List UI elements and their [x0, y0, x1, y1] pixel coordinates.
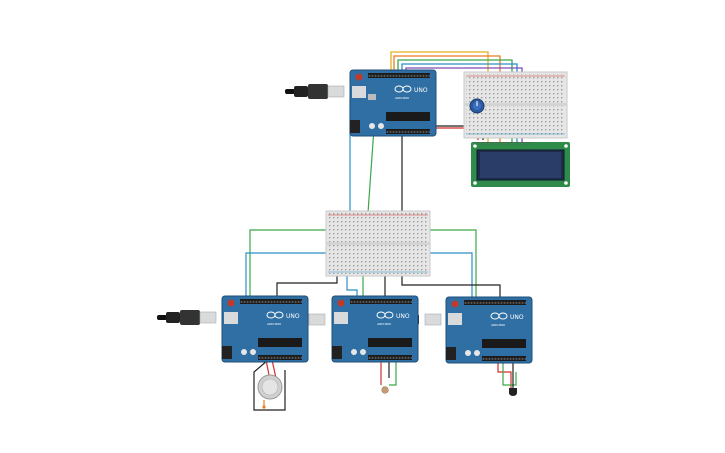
- usb-cable-master[interactable]: [285, 84, 345, 99]
- board-model-label: UNO: [414, 87, 428, 94]
- wire-black-bus-3[interactable]: [401, 270, 501, 298]
- arduino-slave-1[interactable]: UNO ARDUINO: [221, 295, 309, 363]
- wire-black-gas[interactable]: [253, 359, 286, 411]
- arduino-slave-2[interactable]: UNO ARDUINO: [331, 295, 419, 363]
- arduino-master[interactable]: UNO ARDUINO: [349, 69, 437, 137]
- board-brand-label: ARDUINO: [267, 322, 282, 326]
- board-model-label: UNO: [286, 313, 300, 320]
- board-brand-label: ARDUINO: [395, 96, 410, 100]
- arduino-slave-3[interactable]: UNO ARDUINO: [445, 296, 533, 364]
- wire-red-gas-2[interactable]: [271, 359, 277, 379]
- arduino-logo: [490, 312, 508, 320]
- breadboard-middle[interactable]: [325, 210, 431, 277]
- arduino-board-body: [349, 69, 437, 137]
- wire-green-tmp[interactable]: [502, 362, 517, 386]
- wires-sensors: [253, 359, 517, 411]
- arduino-logo: [376, 311, 394, 319]
- lcd-16x2[interactable]: [471, 142, 570, 187]
- gas-sensor[interactable]: [257, 374, 283, 409]
- arduino-board-body: [221, 295, 309, 363]
- potentiometer[interactable]: [469, 98, 485, 114]
- temperature-sensor[interactable]: [509, 388, 517, 396]
- usb-cable-slave-1[interactable]: [157, 310, 217, 325]
- arduino-board-body: [445, 296, 533, 364]
- arduino-board-body: [331, 295, 419, 363]
- arduino-logo: [266, 311, 284, 319]
- board-brand-label: ARDUINO: [377, 322, 392, 326]
- board-model-label: UNO: [510, 314, 524, 321]
- wire-green-ldr[interactable]: [389, 360, 397, 386]
- board-brand-label: ARDUINO: [491, 323, 506, 327]
- board-model-label: UNO: [396, 313, 410, 320]
- wire-red-tmp[interactable]: [497, 362, 512, 388]
- photoresistor[interactable]: [381, 386, 389, 394]
- arduino-logo: [394, 85, 412, 93]
- wire-blue-slave2[interactable]: [346, 270, 358, 298]
